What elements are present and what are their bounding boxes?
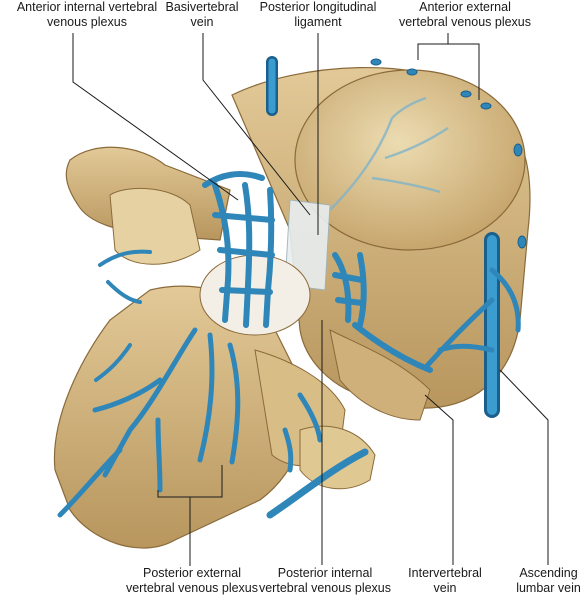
lower-vein (266, 448, 369, 519)
label-ascending-lumbar-vein: Ascending lumbar vein (510, 566, 587, 596)
label-line-2: vein (190, 15, 214, 29)
label-posterior-internal-vertebral-venous-plexus: Posterior internal vertebral venous plex… (250, 566, 400, 596)
label-line-1: Posterior longitudinal (259, 0, 377, 14)
anterior-external-plexus (370, 58, 527, 249)
posterior-longitudinal-ligament (284, 199, 331, 291)
label-anterior-internal-vertebral-venous-plexus: Anterior internal vertebral venous plexu… (2, 0, 172, 30)
leader-anterior-internal (72, 33, 239, 201)
label-line-1: Ascending (519, 566, 578, 580)
posterior-internal-plexus (282, 392, 323, 473)
leader-ascending-lumbar (499, 369, 549, 565)
label-line-2: ligament (294, 15, 342, 29)
label-line-1: Anterior external (419, 0, 511, 14)
leader-basivertebral (202, 33, 311, 216)
leader-lines (72, 33, 549, 566)
label-line-1: Intervertebral (408, 566, 482, 580)
label-line-2: vein (433, 581, 457, 595)
leader-intervertebral (424, 394, 454, 565)
label-line-2: vertebral venous plexus (125, 581, 259, 595)
intervertebral-vein-vessel (352, 322, 433, 373)
label-posterior-external-vertebral-venous-plexus: Posterior external vertebral venous plex… (112, 566, 272, 596)
label-line-1: Anterior internal vertebral (16, 0, 158, 14)
leader-anterior-external-bracket (417, 33, 480, 100)
label-line-1: Posterior internal (277, 566, 373, 580)
label-basivertebral-vein: Basivertebral vein (162, 0, 242, 30)
lower-process (299, 425, 376, 490)
label-line-2: vertebral venous plexus (258, 581, 392, 595)
label-anterior-external-vertebral-venous-plexus: Anterior external vertebral venous plexu… (380, 0, 550, 30)
ascending-lumbar-branches (422, 267, 521, 371)
vertebral-body-top (294, 69, 526, 251)
leader-posterior-external-bracket (157, 465, 223, 566)
label-line-2: venous plexus (47, 15, 127, 29)
vertebral-canal (199, 254, 311, 336)
anterior-internal-plexus (202, 171, 275, 328)
label-intervertebral-vein: Intervertebral vein (400, 566, 490, 596)
transverse-process-upper (109, 187, 201, 265)
label-line-2: vertebral venous plexus (398, 15, 532, 29)
label-line-1: Posterior external (143, 566, 241, 580)
basivertebral-branches (329, 96, 449, 211)
label-line-2: lumbar vein (516, 581, 581, 595)
foraminal-plexus (332, 252, 367, 328)
pedicle-right (329, 329, 431, 421)
posterior-external-plexus (57, 327, 241, 518)
label-posterior-longitudinal-ligament: Posterior longitudinal ligament (248, 0, 388, 30)
label-line-1: Basivertebral (165, 0, 239, 14)
left-margin-veins (94, 249, 152, 382)
